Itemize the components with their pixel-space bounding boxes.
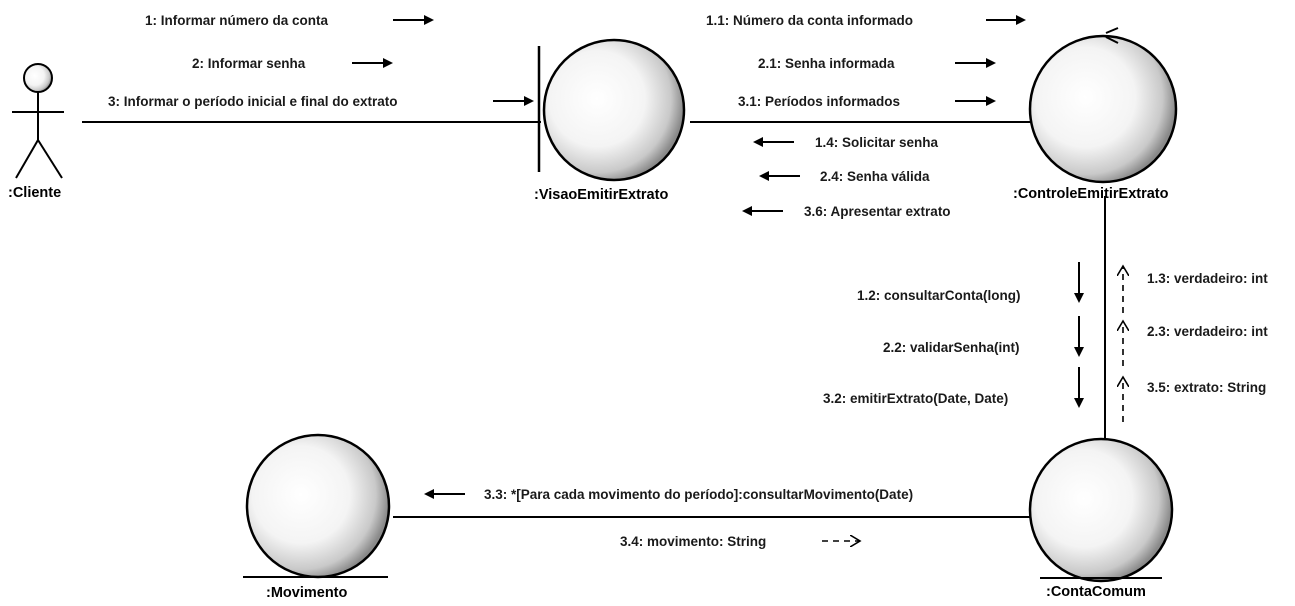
boundary-visao-emitir-extrato[interactable]: :VisaoEmitirExtrato bbox=[534, 38, 686, 203]
movimento-label: :Movimento bbox=[266, 585, 348, 601]
entity-conta-comum[interactable]: :ContaComum bbox=[1028, 437, 1174, 600]
message-3-3: 3.3: *[Para cada movimento do período]:c… bbox=[484, 487, 913, 502]
entity-circle bbox=[1028, 437, 1174, 583]
message-1-2: 1.2: consultarConta(long) bbox=[857, 288, 1021, 303]
message-3-2: 3.2: emitirExtrato(Date, Date) bbox=[823, 391, 1008, 406]
message-3-6: 3.6: Apresentar extrato bbox=[804, 204, 951, 219]
conta-label: :ContaComum bbox=[1046, 584, 1146, 600]
messages-controle-visao: 1.4: Solicitar senha 2.4: Senha válida 3… bbox=[742, 135, 951, 219]
messages-controle-conta: 1.2: consultarConta(long) 2.2: validarSe… bbox=[823, 262, 1084, 408]
message-2-2: 2.2: validarSenha(int) bbox=[883, 340, 1020, 355]
message-2-1: 2.1: Senha informada bbox=[758, 56, 895, 71]
message-3-4: 3.4: movimento: String bbox=[620, 534, 766, 549]
messages-cliente-visao: 1: Informar número da conta 2: Informar … bbox=[108, 13, 534, 109]
actor-cliente[interactable]: :Cliente bbox=[8, 63, 64, 201]
actor-head bbox=[23, 63, 53, 93]
message-1-1: 1.1: Número da conta informado bbox=[706, 13, 913, 28]
message-2-4: 2.4: Senha válida bbox=[820, 169, 930, 184]
actor-right-leg bbox=[37, 139, 63, 179]
control-controle-emitir-extrato[interactable]: :ControleEmitirExtrato bbox=[1013, 27, 1178, 202]
message-3-5: 3.5: extrato: String bbox=[1147, 380, 1266, 395]
controle-label: :ControleEmitirExtrato bbox=[1013, 186, 1169, 202]
message-1-4: 1.4: Solicitar senha bbox=[815, 135, 939, 150]
links bbox=[82, 121, 1106, 518]
messages-conta-controle: 1.3: verdadeiro: int 2.3: verdadeiro: in… bbox=[1123, 266, 1268, 422]
message-1-3: 1.3: verdadeiro: int bbox=[1147, 271, 1268, 286]
entity-movimento[interactable]: :Movimento bbox=[243, 433, 391, 601]
messages-visao-controle: 1.1: Número da conta informado 2.1: Senh… bbox=[706, 13, 1026, 109]
message-2-3: 2.3: verdadeiro: int bbox=[1147, 324, 1268, 339]
messages-conta-movimento: 3.3: *[Para cada movimento do período]:c… bbox=[424, 487, 913, 549]
entity-circle bbox=[245, 433, 391, 579]
actor-left-leg bbox=[15, 139, 39, 179]
message-3-1: 3.1: Períodos informados bbox=[738, 94, 900, 109]
message-2: 2: Informar senha bbox=[192, 56, 306, 71]
control-circle bbox=[1028, 34, 1178, 184]
boundary-circle bbox=[542, 38, 686, 182]
actor-cliente-label: :Cliente bbox=[8, 185, 61, 201]
message-1: 1: Informar número da conta bbox=[145, 13, 329, 28]
message-3: 3: Informar o período inicial e final do… bbox=[108, 94, 398, 109]
control-arrow-icon bbox=[1105, 27, 1119, 44]
visao-label: :VisaoEmitirExtrato bbox=[534, 187, 668, 203]
